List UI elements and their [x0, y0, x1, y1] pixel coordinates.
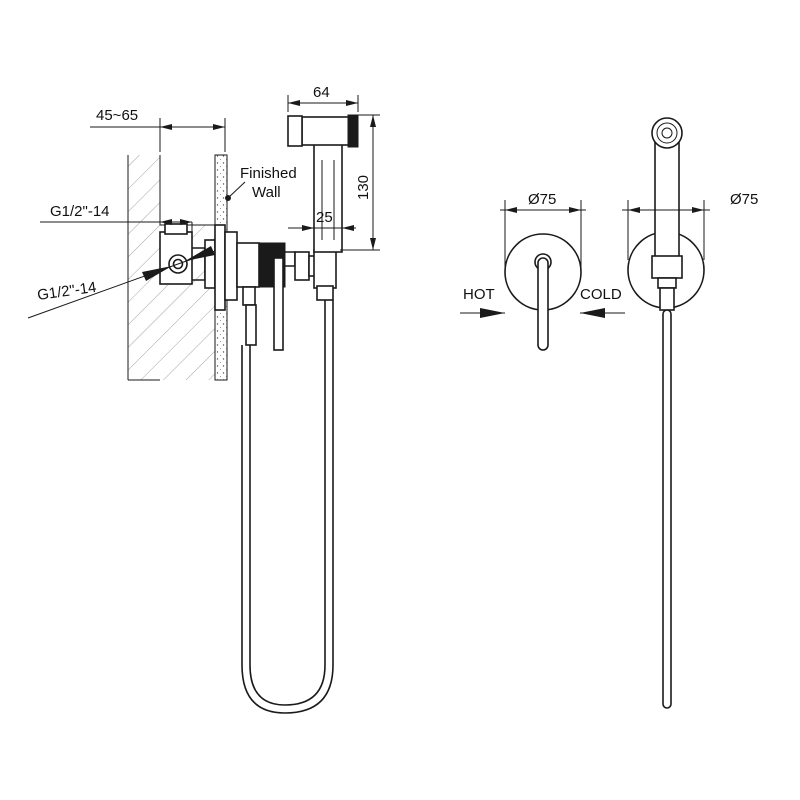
- dim-sprayer-offset-label: 25: [316, 209, 333, 226]
- label-hot: HOT: [463, 286, 495, 303]
- cold-indicator: COLD: [580, 286, 625, 318]
- dim-depth: 45~65: [90, 107, 226, 152]
- label-cold: COLD: [580, 286, 622, 303]
- dim-thread-bottom-label: G1/2"-14: [36, 279, 97, 304]
- embedded-box: [159, 223, 206, 285]
- front-view-sprayer: Ø75: [622, 117, 758, 709]
- side-view: 45~65 G1/2"-14 G1/2"-14 Finished Wall 64: [27, 84, 380, 714]
- dim-depth-label: 45~65: [96, 107, 138, 124]
- dim-sprayer-width: 64: [287, 84, 359, 112]
- dim-thread-top: G1/2"-14: [40, 203, 193, 235]
- front-view-mixer: Ø75 HOT COLD: [460, 191, 625, 351]
- sprayer: [287, 114, 359, 301]
- valve-body: [204, 224, 296, 351]
- dim-thread-top-label: G1/2"-14: [50, 203, 110, 220]
- finished-wall-callout: Finished Wall: [225, 165, 297, 201]
- dim-sprayer-width-label: 64: [313, 84, 330, 101]
- dim-sprayer-height: 130: [340, 114, 380, 251]
- dim-plate-left: Ø75: [500, 191, 586, 270]
- finished-wall-label-1: Finished: [240, 165, 297, 182]
- dim-plate-right: Ø75: [622, 191, 758, 260]
- hose: [241, 300, 334, 714]
- dim-plate-right-label: Ø75: [730, 191, 758, 208]
- hot-indicator: HOT: [460, 286, 505, 318]
- finished-wall-label-2: Wall: [252, 184, 281, 201]
- dim-plate-left-label: Ø75: [528, 191, 556, 208]
- dim-sprayer-offset: 25: [288, 209, 356, 231]
- dim-sprayer-height-label: 130: [355, 175, 372, 200]
